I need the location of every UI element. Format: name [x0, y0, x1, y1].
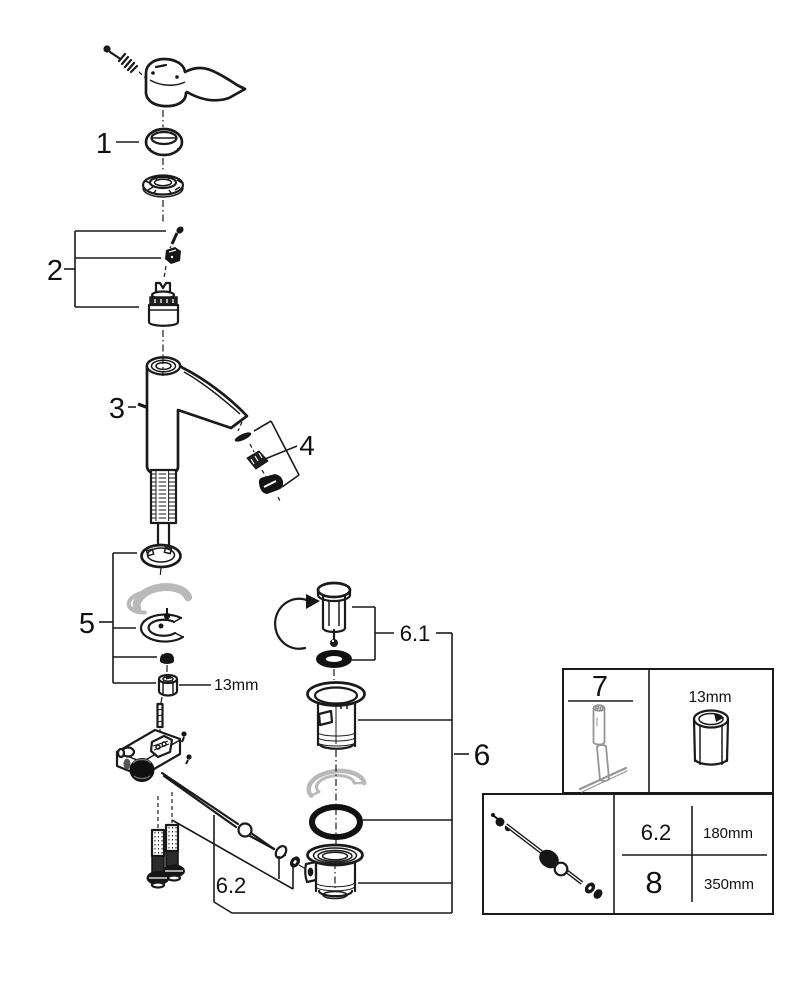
popup-plug-icon — [316, 581, 352, 647]
legend-row-2-ref: 8 — [645, 865, 662, 900]
socket-13mm-icon — [692, 709, 730, 766]
mounting-washer-ghost-icon — [126, 583, 193, 615]
legend-row-2-length: 350mm — [704, 876, 754, 893]
cartridge-icon — [147, 281, 180, 327]
base-gasket-icon — [140, 543, 182, 579]
callout-6-bracket — [358, 633, 469, 913]
hex-nut-icon — [157, 673, 179, 697]
callout-5-bracket — [99, 552, 157, 684]
supply-hoses-icon — [146, 792, 185, 889]
legend-tool-number: 7 — [592, 671, 608, 703]
callout-6-2: 6.2 — [216, 873, 247, 898]
rotation-arrow-icon — [273, 594, 320, 650]
handle-icon — [144, 57, 247, 108]
callout-2-bracket — [64, 230, 166, 308]
body-shank-icon — [149, 468, 178, 549]
lift-rod-icon — [160, 771, 307, 870]
trim-ring-icon — [144, 127, 184, 157]
callout-4-bracket — [253, 420, 300, 488]
callout-6-1-bracket — [352, 606, 452, 661]
aerator-parts-icon — [234, 421, 284, 504]
plug-seal-icon — [316, 650, 352, 680]
callout-3: 3 — [109, 393, 125, 425]
legend-tool-box: 7 13mm — [562, 668, 774, 794]
mounting-bracket-icon — [115, 728, 192, 782]
legend-row-1-ref: 6.2 — [641, 820, 672, 845]
faucet-body-icon — [137, 356, 249, 477]
drain-flange-icon — [306, 681, 366, 750]
drain-washer-ghost-icon — [306, 768, 367, 798]
legend-rod-box: 6.2 180mm 8 350mm — [482, 793, 774, 915]
legend-row-1-length: 180mm — [703, 825, 753, 842]
dome-nut-icon — [160, 651, 174, 675]
drain-o-ring-icon — [309, 804, 363, 840]
legend-socket-size: 13mm — [688, 689, 731, 706]
bearing-ring-icon — [141, 174, 185, 198]
rod-assembly-icon — [491, 813, 603, 899]
cartridge-screw-icon — [169, 226, 184, 249]
callout-2: 2 — [47, 255, 63, 287]
callout-6-1: 6.1 — [400, 621, 431, 646]
nut-size-label: 13mm — [214, 677, 258, 694]
callout-4: 4 — [299, 430, 315, 461]
callout-6: 6 — [474, 739, 491, 772]
callout-1: 1 — [96, 128, 112, 160]
cartridge-nut-icon — [163, 247, 181, 279]
handle-screw-icon — [103, 45, 151, 83]
callout-5: 5 — [79, 608, 95, 640]
drain-body-icon — [304, 843, 364, 900]
horseshoe-washer-icon — [139, 608, 185, 643]
socket-wrench-icon — [578, 704, 628, 793]
callout-6-2-bracket — [171, 815, 452, 914]
legend-size-table: 6.2 180mm 8 350mm — [622, 806, 767, 902]
